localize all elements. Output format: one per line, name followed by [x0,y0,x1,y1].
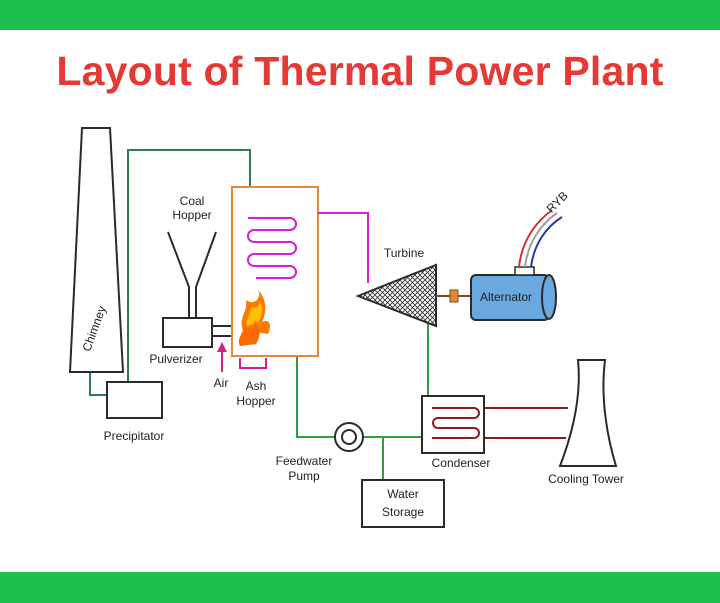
cooling-water-pipes [483,407,568,439]
precipitator [106,381,163,419]
coal-hopper-label-line2: Hopper [172,208,211,222]
page-title: Layout of Thermal Power Plant [56,48,664,94]
boiler-water-tube-coil [247,217,297,279]
top-banner [0,0,720,30]
water-storage [361,479,445,528]
cooling-tower [558,359,618,467]
air-label: Air [214,376,229,390]
burner-flames [238,290,270,346]
water-storage-label-line1: Water [387,487,419,501]
chimney [68,127,125,373]
turbine [355,263,437,328]
flue-gas-pipes [89,149,251,396]
cooling-tower-label: Cooling Tower [548,472,624,486]
condenser-coil [432,407,480,439]
condenser [421,395,485,454]
water-storage-label-line2: Storage [382,505,424,519]
alternator-terminal [514,266,535,276]
alternator-label: Alternator [480,290,532,304]
condenser-label: Condenser [432,456,491,470]
feedwater-pump-label-line1: Feedwater [276,454,333,468]
bottom-banner [0,572,720,603]
alternator [470,274,557,321]
pulverizer [162,317,213,348]
precipitator-label: Precipitator [104,429,165,443]
air-inlet-arrow [217,342,227,372]
turbine-shaft [436,289,472,303]
pulverizer-label: Pulverizer [149,352,202,366]
flue-pipe-boiler-to-precipitator [127,149,251,385]
coal-hopper [167,231,217,318]
feedwater-pump [334,422,364,452]
ash-hopper-label-line2: Hopper [236,394,275,408]
turbine-label: Turbine [384,246,425,260]
feedwater-pump-label-line2: Pump [288,469,320,483]
ash-hopper [239,358,267,369]
flue-pipe-precipitator-to-chimney [89,372,107,396]
ryb-label: RYB [544,189,571,216]
ryb-cables [518,209,563,268]
ash-hopper-label-line1: Ash [246,379,267,393]
coal-hopper-label-line1: Coal [180,194,205,208]
steam-pipe [318,212,369,283]
